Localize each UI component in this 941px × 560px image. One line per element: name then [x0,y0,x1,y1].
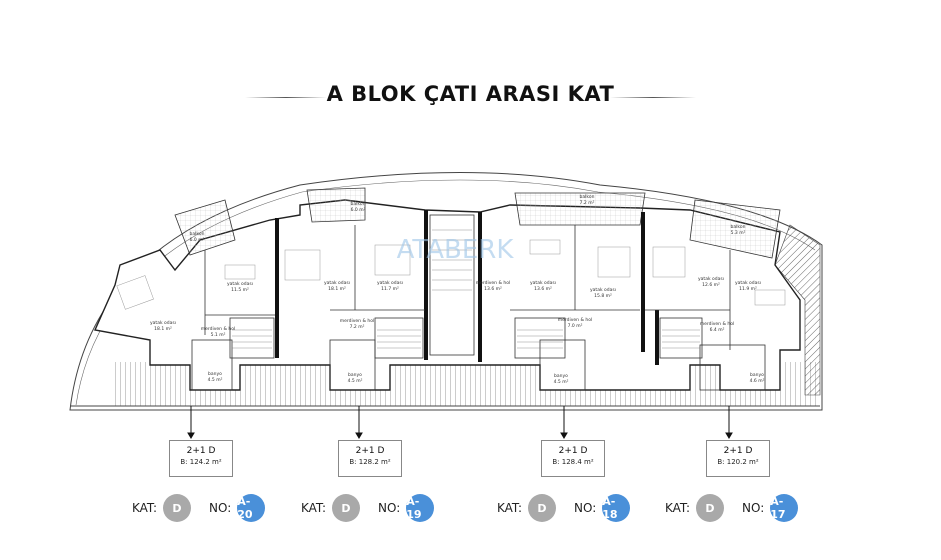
room-area: 5.1 m² [211,332,226,338]
unit-type: 2+1 D [723,446,753,456]
room-area: 4.6 m² [750,378,765,384]
unit-type: 2+1 D [558,446,588,456]
room-area: 15.8 m² [594,293,612,299]
no-label: NO: [742,501,765,515]
no-label: NO: [378,501,401,515]
unit-number-row: KAT: D NO: A-20 [132,494,266,522]
room-name: merdiven & hol [340,318,375,324]
unit-number-badge: A-17 [770,494,799,522]
room-name: merdiven & hol [700,321,735,327]
room-name: merdiven & hol [558,317,593,323]
unit-info-box: 2+1 D B: 128.4 m² [541,440,605,477]
kat-label: KAT: [497,501,522,515]
unit-area: B: 124.2 m² [180,458,222,466]
floor-badge: D [163,494,191,522]
unit-area: B: 120.2 m² [717,458,759,466]
room-name: balkon [731,224,746,230]
room-name: yatak odası [324,280,350,286]
room-area: 4.5 m² [348,378,363,384]
room-area: 11.7 m² [381,286,399,292]
room-name: banyo [554,373,568,379]
room-name: yatak odası [227,281,253,287]
no-label: NO: [209,501,232,515]
room-name: yatak odası [530,280,556,286]
room-area: 11.5 m² [231,287,249,293]
room-area: 6.0 m² [351,207,366,213]
balcony [306,187,366,223]
kat-label: KAT: [132,501,157,515]
room-area: 5.3 m² [731,230,746,236]
title-line-left [245,97,327,98]
floor-badge: D [332,494,360,522]
kat-label: KAT: [301,501,326,515]
room-name: banyo [750,372,764,378]
room-name: banyo [208,371,222,377]
room-name: yatak odası [377,280,403,286]
room-area: 18.1 m² [154,326,172,332]
unit-info-box: 2+1 D B: 124.2 m² [169,440,233,477]
room-area: 4.5 m² [554,379,569,385]
kat-label: KAT: [665,501,690,515]
room-area: 18.1 m² [328,286,346,292]
unit-number-badge: A-18 [602,494,631,522]
room-name: merdiven & hol [201,326,236,332]
room-name: balkon [351,201,366,207]
unit-arrows [187,406,733,439]
room-area: 7.2 m² [580,200,595,206]
unit-area: B: 128.2 m² [349,458,391,466]
room-area: 7.0 m² [568,323,583,329]
room-name: yatak odası [698,276,724,282]
floor-badge: D [528,494,556,522]
unit-number-row: KAT: D NO: A-17 [665,494,799,522]
room-area: 13.6 m² [534,286,552,292]
room-name: yatak odası [150,320,176,326]
unit-info-box: 2+1 D B: 128.2 m² [338,440,402,477]
no-label: NO: [574,501,597,515]
room-area: 4.5 m² [208,377,223,383]
room-name: yatak odası [735,280,761,286]
unit-info-box: 2+1 D B: 120.2 m² [706,440,770,477]
floor-badge: D [696,494,724,522]
room-area: 12.6 m² [702,282,720,288]
unit-number-badge: A-20 [237,494,266,522]
room-name: banyo [348,372,362,378]
room-name: balkon [190,231,205,237]
unit-area: B: 128.4 m² [552,458,594,466]
balcony [174,199,236,256]
balcony [514,192,646,226]
unit-number-row: KAT: D NO: A-19 [301,494,435,522]
room-name: balkon [580,194,595,200]
room-area: 6.4 m² [710,327,725,333]
room-name: merdiven & hol [476,280,511,286]
title-line-right [610,97,696,98]
room-area: 11.9 m² [739,286,757,292]
room-area: 6.0 m² [190,237,205,243]
unit-type: 2+1 D [355,446,385,456]
balcony [689,199,781,259]
unit-number-badge: A-19 [406,494,435,522]
room-area: 13.6 m² [484,286,502,292]
room-area: 7.2 m² [350,324,365,330]
watermark: ATABERK [397,235,515,265]
unit-number-row: KAT: D NO: A-18 [497,494,631,522]
unit-type: 2+1 D [186,446,216,456]
page-title: A BLOK ÇATI ARASI KAT [326,82,615,106]
room-name: yatak odası [590,287,616,293]
